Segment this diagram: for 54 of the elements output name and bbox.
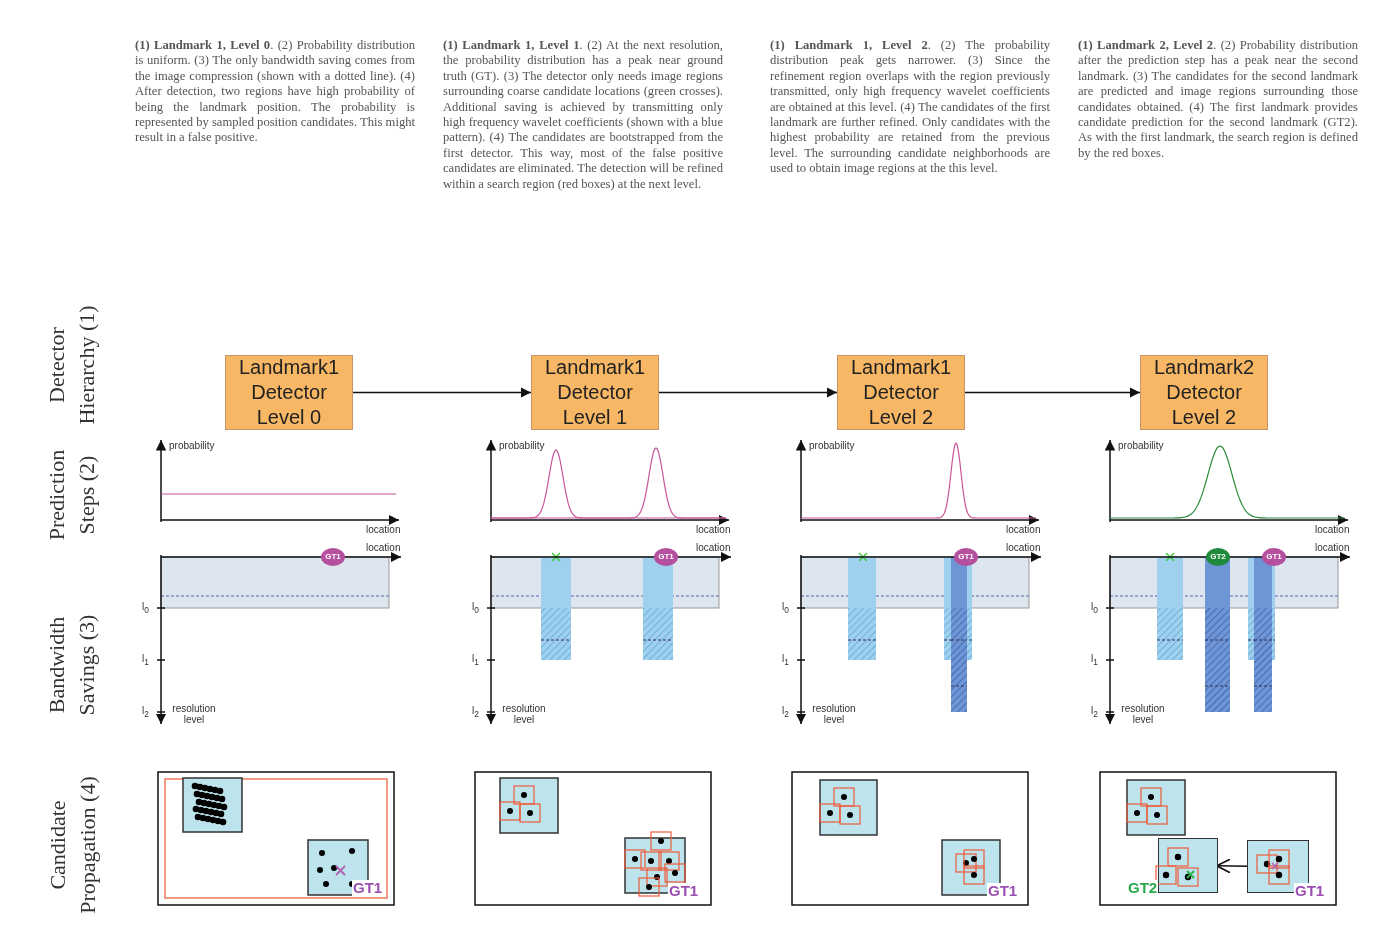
ground-truth-marker: GT1 (954, 548, 978, 566)
row-title: Detector Hierarchy (1) (43, 304, 100, 427)
tick-label: l$_{0}$ (782, 601, 789, 615)
tick-label: l$_{0}$ (472, 601, 479, 615)
row-title: Candidate Propagation (4) (43, 775, 101, 916)
axis-label: probability (1118, 440, 1164, 451)
tick-label: l$_{1}$ (472, 653, 479, 667)
ground-truth-marker: GT1 (1262, 548, 1286, 566)
tick-label: l$_{1}$ (1091, 653, 1098, 667)
tick-label: l$_{2}$ (142, 705, 149, 719)
tick-label: l$_{0}$ (1091, 601, 1098, 615)
axis-label: location (696, 542, 731, 553)
ground-truth-label: GT1 (1294, 883, 1326, 899)
detector-box: Landmark2 Detector Level 2 (1140, 355, 1268, 430)
ground-truth-marker: GT2 (1206, 548, 1230, 566)
axis-label: location (366, 524, 401, 535)
candidate-region-box (1158, 838, 1218, 893)
tick-label: l$_{1}$ (782, 653, 789, 667)
ground-truth-label: GT1 (352, 880, 384, 896)
description-paragraph: (1) Landmark 2, Level 2. (2) Probability distribution after the prediction step has a peak near the second landmark. (3) The candidates for the second landmark are predicted and image regions surrounding those candidates obtained. (4) The first landmark provides candidate prediction for the second landmark (GT2). As with the first landmark, the search region is defined by the red boxes. (1078, 38, 1358, 162)
detector-box: Landmark1 Detector Level 1 (531, 355, 659, 430)
arrow (352, 387, 532, 398)
ground-truth-marker: GT1 (321, 548, 345, 566)
axis-label: probability (169, 440, 215, 451)
ground-truth-label: GT1 (987, 883, 1019, 899)
axis-label: location (1006, 542, 1041, 553)
row-title: Prediction Steps (2) (43, 448, 100, 543)
tick-label: l$_{2}$ (472, 705, 479, 719)
axis-label: location (1315, 542, 1350, 553)
tick-label: l$_{0}$ (142, 601, 149, 615)
tick-label: l$_{1}$ (142, 653, 149, 667)
ground-truth-marker: GT1 (654, 548, 678, 566)
axis-label: resolution level (811, 703, 857, 725)
arrow (964, 387, 1141, 398)
axis-label: resolution level (1120, 703, 1166, 725)
axis-label: resolution level (171, 703, 217, 725)
axis-label: location (1006, 524, 1041, 535)
axis-label: location (696, 524, 731, 535)
tick-label: l$_{2}$ (782, 705, 789, 719)
axis-label: probability (499, 440, 545, 451)
description-paragraph: (1) Landmark 1, Level 0. (2) Probability distribution is uniform. (3) The only bandwidth saving comes from the image compression (shown with a dotted line). (4) After detection, two regions have high probability of being the landmark position. The probability is represented by sampled position candidates. This might result in a false positive. (135, 38, 415, 146)
axis-label: probability (809, 440, 855, 451)
description-paragraph: (1) Landmark 1, Level 2. (2) The probability distribution peak gets narrower. (3) Since the refinement region overlaps with the region previously transmitted, only high frequency wavelet coefficients are obtained at this level. (4) The candidates of the first landmark are further refined. Only candidates with the highest probability are retained from the previous level. The surrounding candidate neighborhoods are used to obtain image regions at the this level. (770, 38, 1050, 177)
ground-truth-label: GT1 (668, 883, 700, 899)
row-title: Bandwidth Savings (3) (43, 613, 100, 718)
detector-box: Landmark1 Detector Level 2 (837, 355, 965, 430)
axis-label: location (1315, 524, 1350, 535)
description-paragraph: (1) Landmark 1, Level 1. (2) At the next resolution, the probability distribution has a peak near ground truth (GT). (3) The detector only needs image regions surrounding coarse candidate locations (green crosses). Additional saving is achieved by transmitting only high frequency wavelet coefficients (shown with a blue pattern). (4) The candidates are bootstrapped from the first detector. This way, most of the false positive candidates are eliminated. The detection will be refined within a search region (red boxes) at the next level. (443, 38, 723, 193)
ground-truth-label: GT2 (1127, 880, 1159, 896)
axis-label: resolution level (501, 703, 547, 725)
arrow (658, 387, 838, 398)
axis-label: location (366, 542, 401, 553)
tick-label: l$_{2}$ (1091, 705, 1098, 719)
detector-box: Landmark1 Detector Level 0 (225, 355, 353, 430)
